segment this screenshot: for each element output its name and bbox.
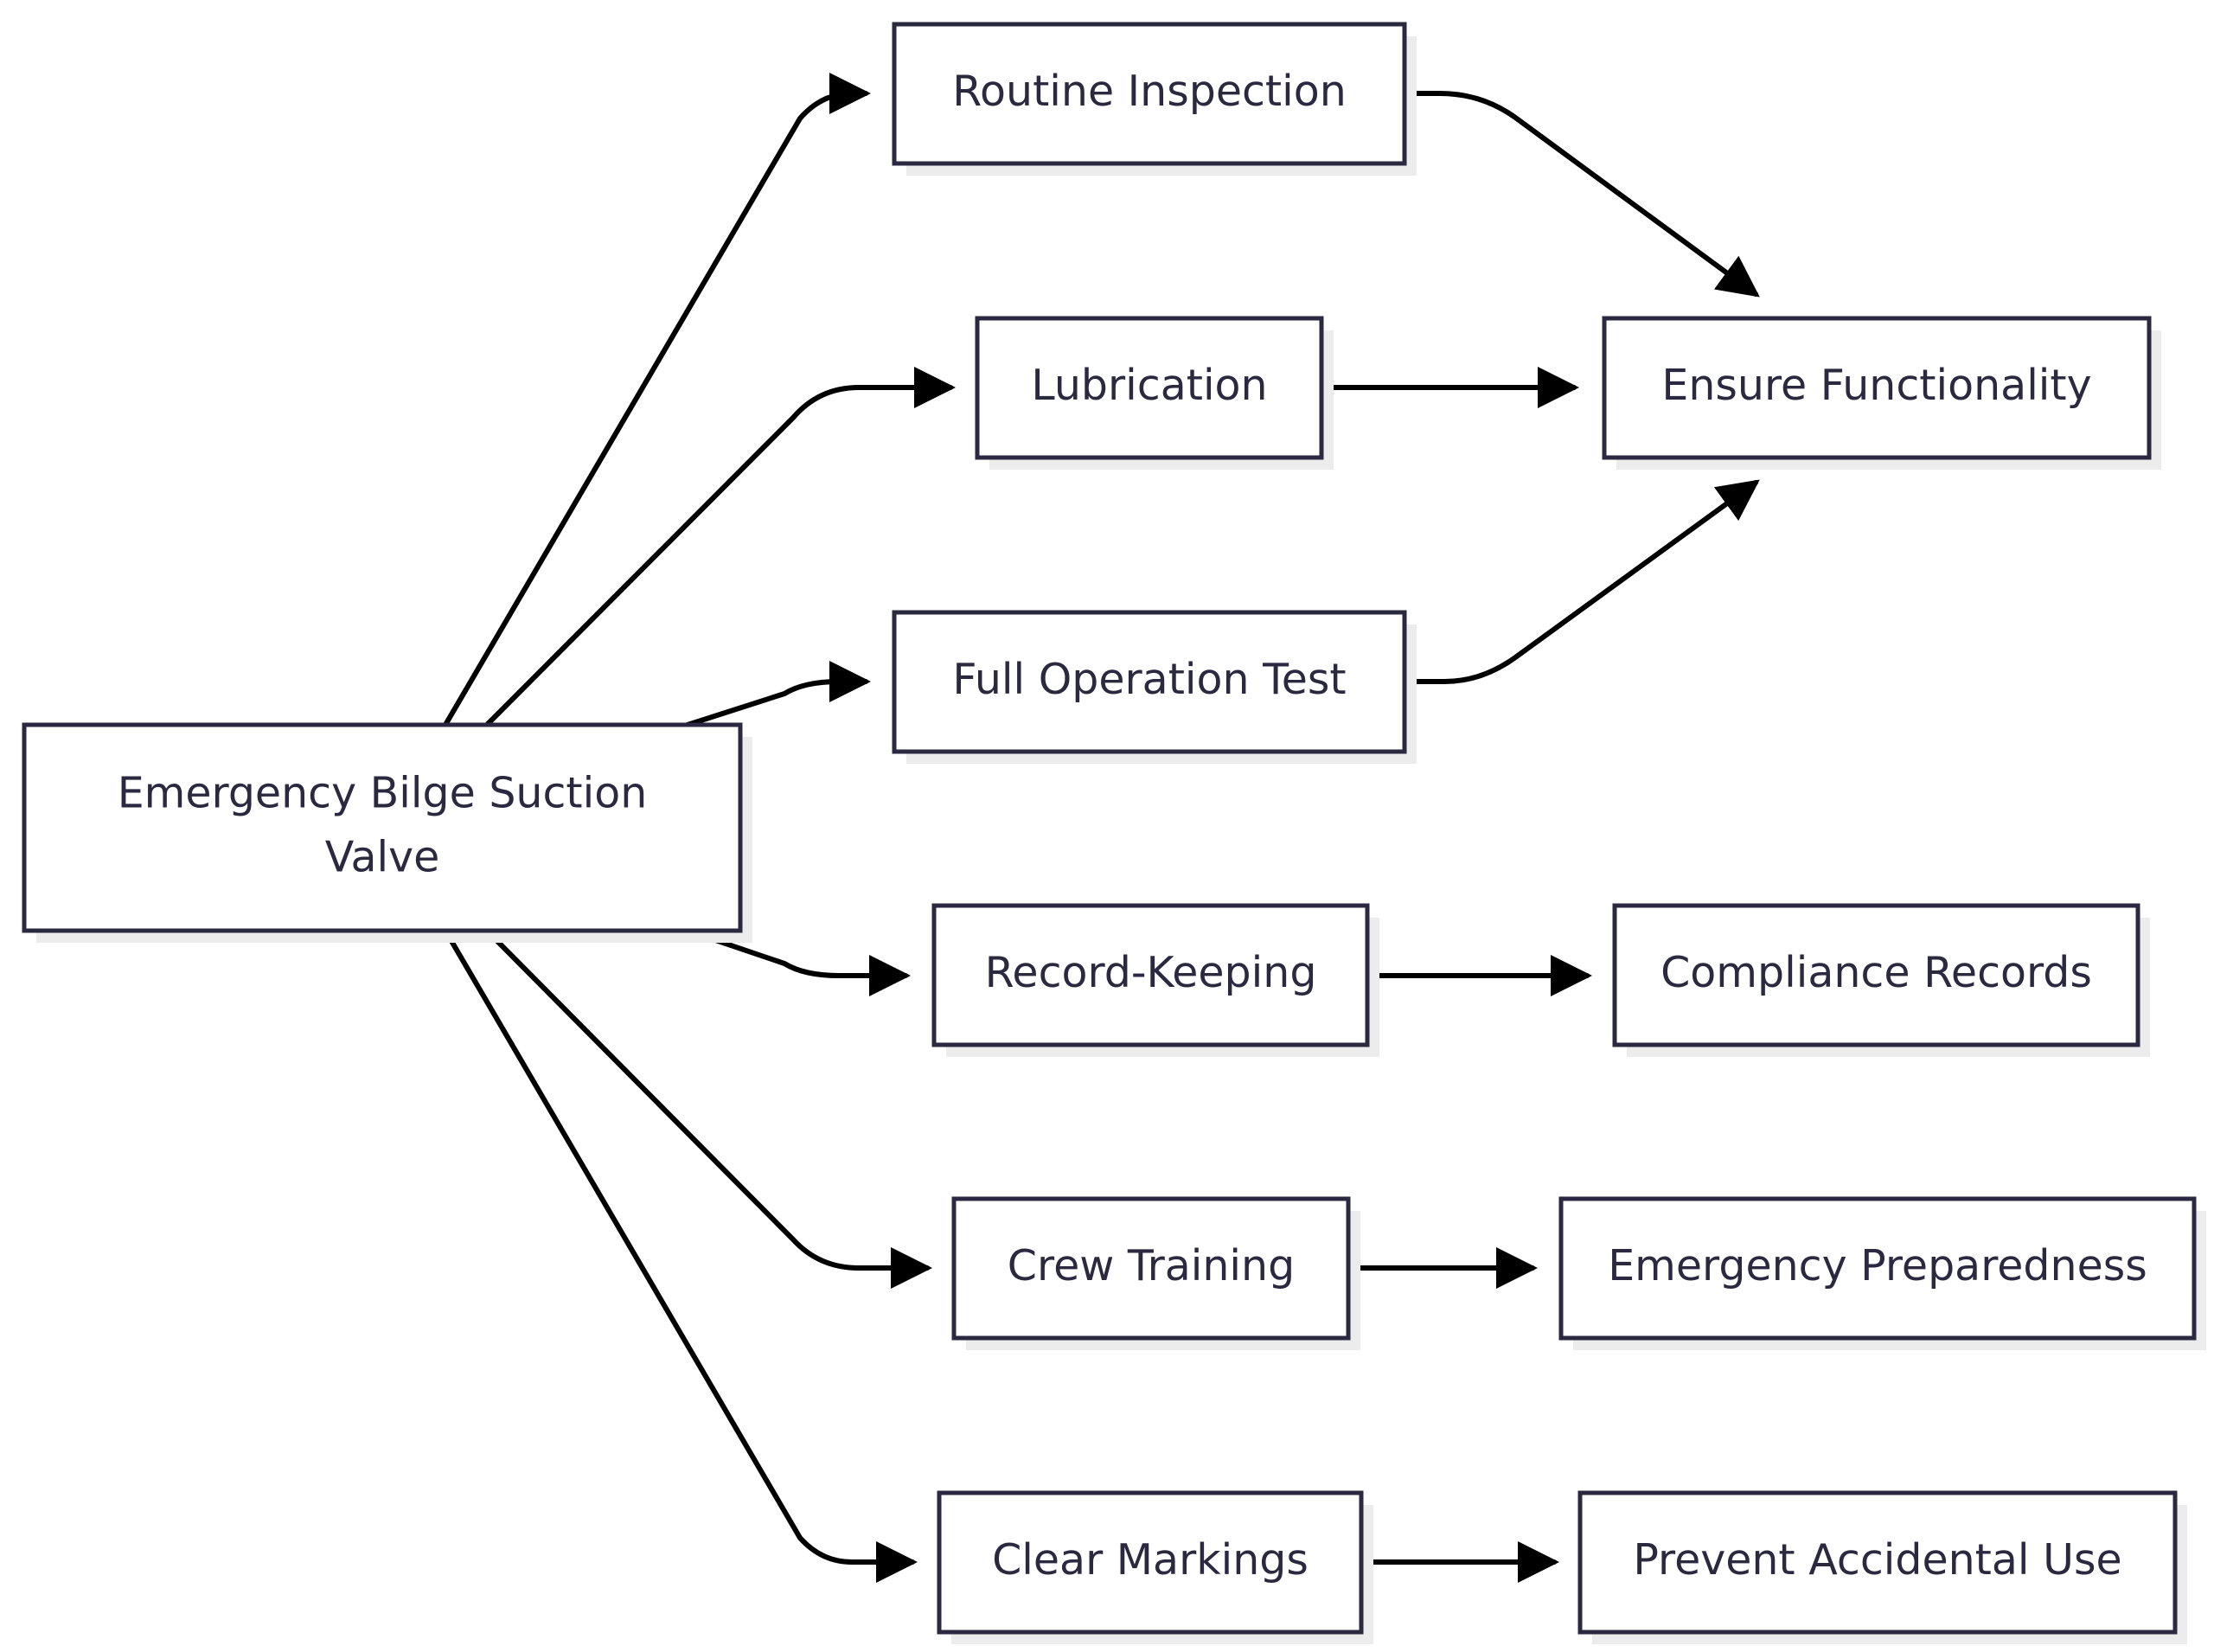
node-ensure-functionality: Ensure Functionality [1602, 316, 2161, 470]
node-label: Clear Markings [992, 1535, 1309, 1585]
node-box [892, 610, 1407, 754]
node-label: Prevent Accidental Use [1633, 1535, 2121, 1585]
edge-routine-inspection-to-ensure-functionality [1405, 91, 1760, 298]
edge-valve-to-clear-markings [443, 928, 918, 1583]
node-record-keeping: Record-Keeping [931, 903, 1379, 1057]
node-lubrication: Lubrication [975, 316, 1334, 470]
node-crew-training: Crew Training [951, 1196, 1360, 1350]
node-routine-inspection: Routine Inspection [892, 22, 1417, 176]
node-box [1577, 1490, 2178, 1635]
edge-valve-to-routine-inspection [443, 73, 871, 727]
node-label: Compliance Records [1660, 948, 2092, 997]
node-box [931, 903, 1370, 1047]
node-emergency-preparedness: Emergency Preparedness [1558, 1196, 2206, 1350]
node-box [1558, 1196, 2197, 1341]
node-label: Ensure Functionality [1661, 361, 2091, 410]
node-box [1602, 316, 2152, 460]
node-clear-markings: Clear Markings [937, 1490, 1373, 1644]
edge-full-operation-test-to-ensure-functionality [1405, 479, 1760, 684]
node-label: Crew Training [1008, 1241, 1295, 1290]
edges-layer [443, 73, 1760, 1583]
node-box [892, 22, 1407, 166]
node-box [937, 1490, 1364, 1635]
node-label: Record-Keeping [985, 948, 1317, 997]
edge-valve-to-crew-training [484, 928, 932, 1289]
node-label: Emergency Preparedness [1608, 1241, 2147, 1290]
node-box [1612, 903, 2140, 1047]
node-box [22, 722, 743, 933]
node-full-operation-test: Full Operation Test [892, 610, 1417, 764]
node-label: Valve [325, 833, 440, 882]
node-box [975, 316, 1324, 460]
node-label: Emergency Bilge Suction [118, 769, 648, 818]
node-label: Lubrication [1031, 361, 1267, 410]
node-prevent-accidental-use: Prevent Accidental Use [1577, 1490, 2187, 1644]
node-label: Routine Inspection [952, 67, 1347, 116]
node-box [951, 1196, 1351, 1341]
edge-valve-to-lubrication [484, 367, 956, 727]
node-label: Full Operation Test [952, 655, 1346, 704]
edge-valve-to-record-keeping [685, 928, 911, 996]
node-compliance-records: Compliance Records [1612, 903, 2150, 1057]
edge-valve-to-full-operation-test [685, 661, 871, 727]
